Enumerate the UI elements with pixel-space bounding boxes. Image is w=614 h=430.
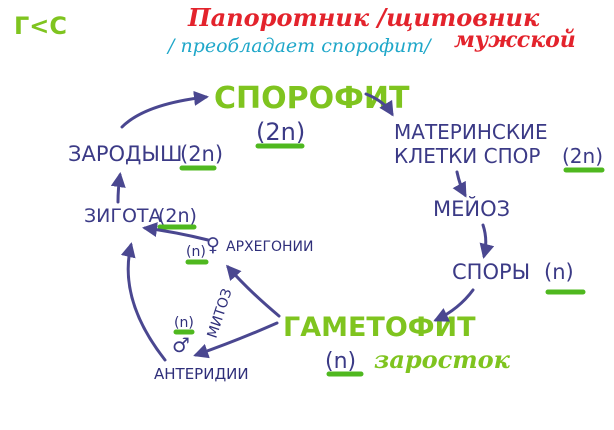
arrow-gametophyte-to-archegonia (226, 264, 281, 318)
title: Папоротник /щитовник (187, 3, 540, 32)
subtitle: / преобладает спорофит/ (166, 35, 432, 57)
arrow-antheridia-to-zygote (120, 242, 167, 362)
arrow-mothercells-to-meiosis (452, 170, 467, 198)
male-symbol-icon: ♂ (172, 333, 190, 357)
gametophyte-label: ГАМЕТОФИТ (283, 312, 476, 343)
mitosis-label: МИТОЗ (205, 287, 236, 341)
female-symbol-icon: ♀ (206, 234, 220, 256)
mother-cells-ploidy: (2n) (562, 144, 603, 168)
zygote-ploidy: (2n) (158, 205, 197, 227)
arrow-meiosis-to-spores (479, 223, 495, 259)
embryo-ploidy: (2n) (180, 142, 223, 166)
mother-cells-line1: МАТЕРИНСКИЕ (394, 120, 548, 144)
sporophyte-ploidy: (2n) (256, 118, 305, 146)
arrow-sporophyte-to-mothercells (364, 92, 394, 117)
mother-cells-line2: КЛЕТКИ СПОР (394, 144, 540, 168)
arrow-spores-to-gametophyte (433, 288, 475, 322)
antheridia-label: АНТЕРИДИИ (154, 365, 249, 383)
spores-label: СПОРЫ (452, 260, 530, 284)
spores-ploidy: (n) (544, 260, 574, 284)
corner-tag: Г<С (14, 12, 67, 40)
archegonia-label: АРХЕГОНИИ (226, 239, 314, 255)
sporophyte-label: СПОРОФИТ (214, 81, 410, 116)
antheridia-ploidy: (n) (174, 315, 194, 331)
arrow-archegonia-to-zygote (142, 222, 210, 242)
arrow-zygote-to-embryo (110, 172, 126, 204)
gametophyte-note: заросток (374, 345, 511, 374)
arrow-gametophyte-to-antheridia (193, 321, 279, 359)
archegonia-ploidy: (n) (186, 244, 206, 260)
arrow-embryo-to-sporophyte (120, 90, 209, 129)
gametophyte-ploidy: (n) (325, 349, 356, 374)
zygote-label: ЗИГОТА (84, 205, 162, 227)
embryo-label: ЗАРОДЫШ (68, 142, 182, 166)
meiosis-label: МЕЙОЗ (433, 196, 510, 221)
title-line2: мужской (454, 27, 576, 53)
